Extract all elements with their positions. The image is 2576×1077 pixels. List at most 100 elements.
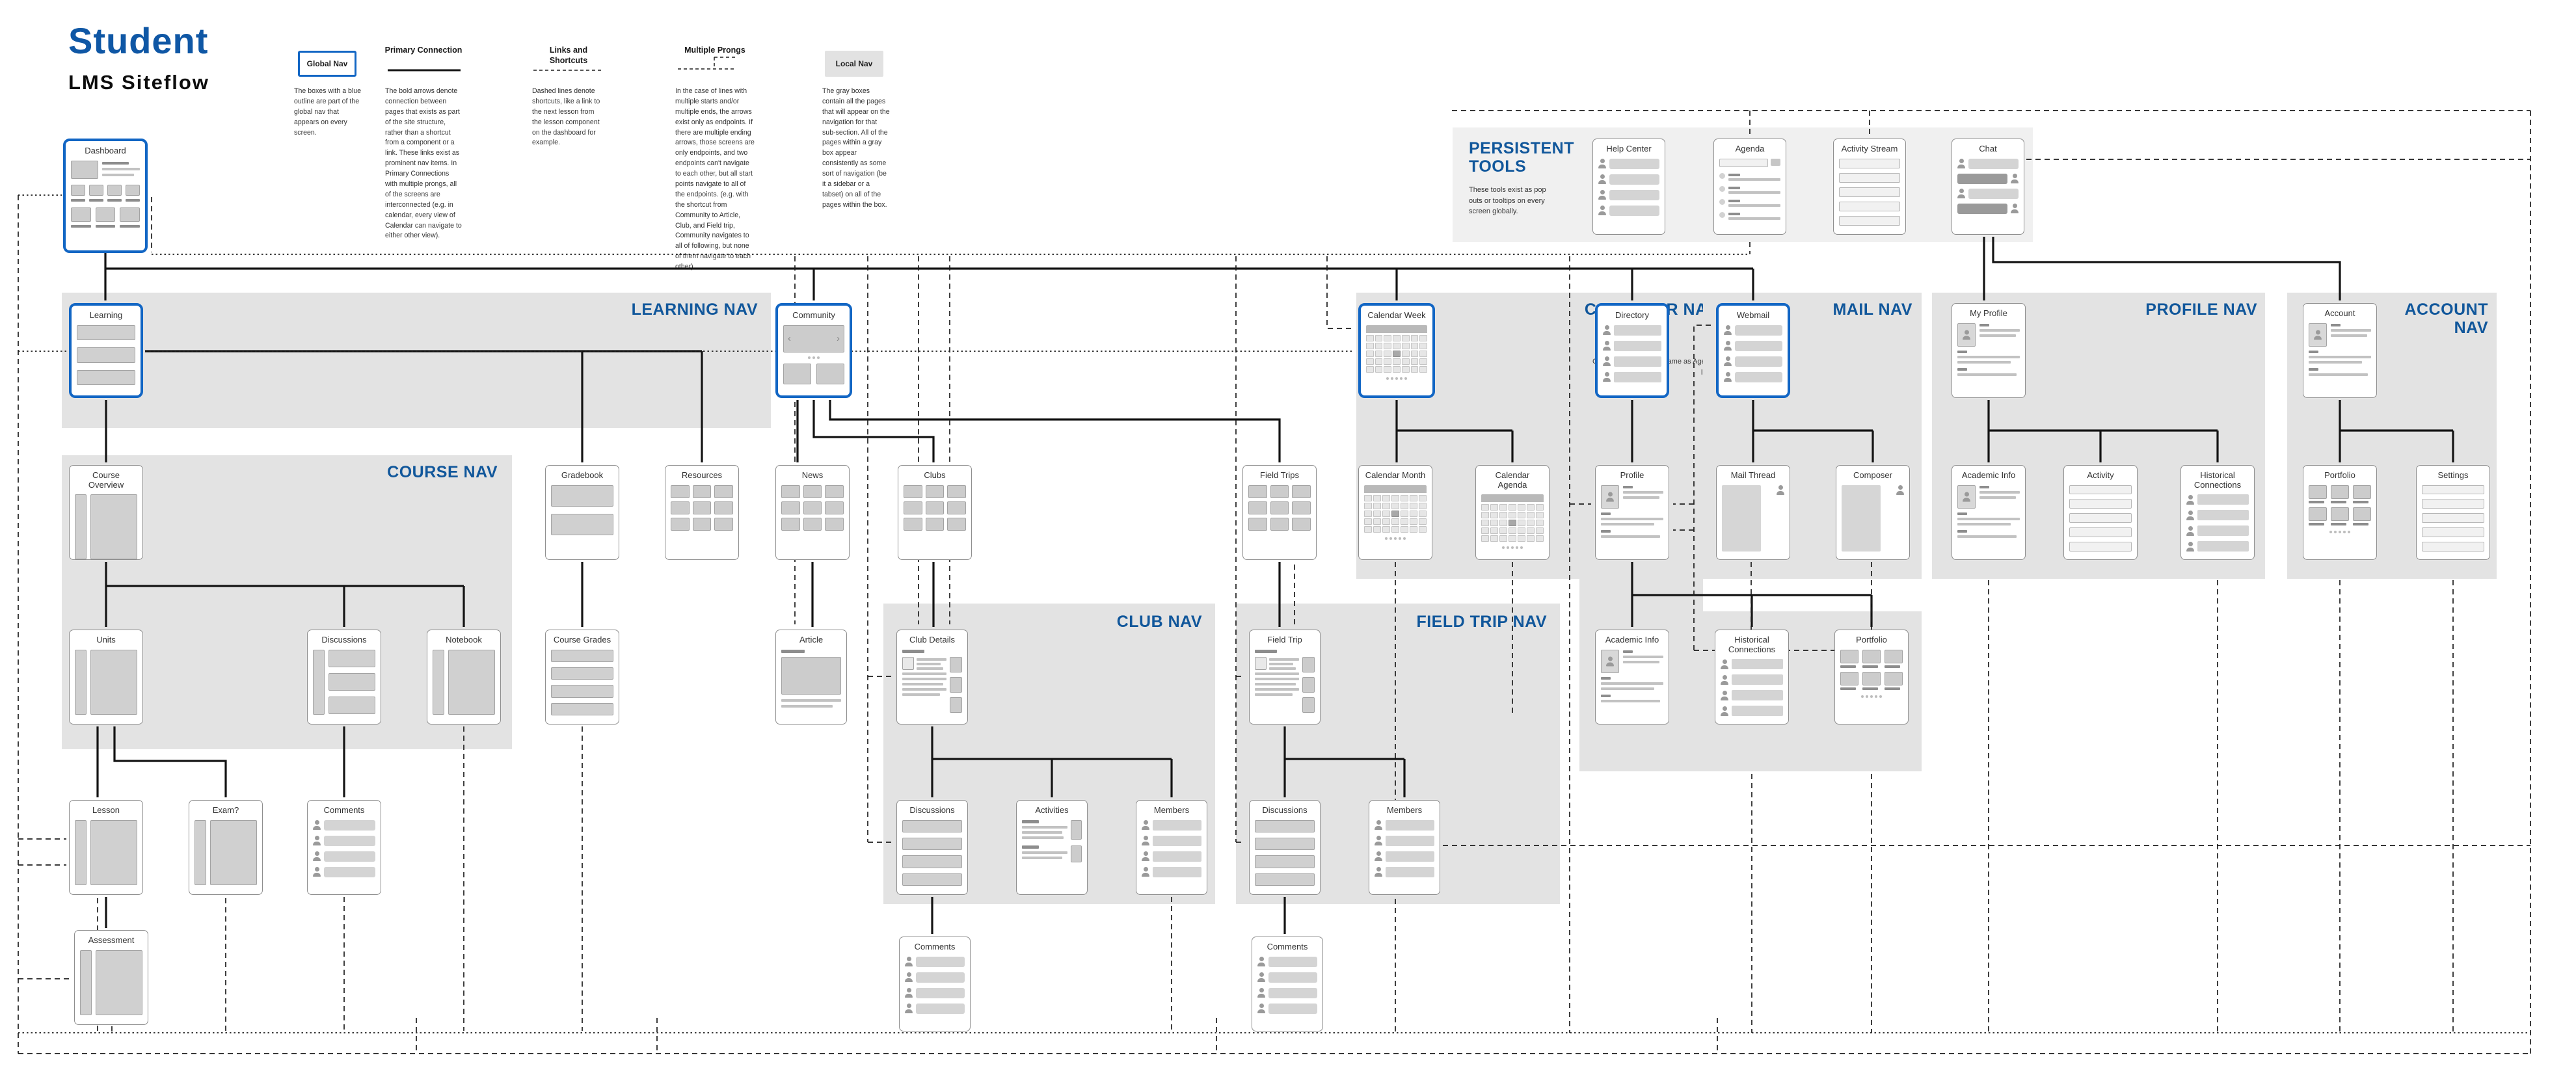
chatrows-wireframe [1724, 325, 1782, 392]
account-nav-title: ACCOUNT NAV [2404, 300, 2488, 337]
legend-multiple-prongs-desc: In the case of lines with multiple start… [675, 87, 755, 271]
composer-label: Composer [1853, 470, 1892, 480]
stream-wireframe [1839, 158, 1900, 231]
calendar-wireframe [1481, 494, 1544, 556]
community-node: Community ‹› [775, 303, 852, 398]
twocol-wireframe [75, 819, 137, 891]
help-center-label: Help Center [1606, 144, 1652, 153]
grid9-wireframe [781, 485, 844, 556]
profilecard-wireframe [2309, 323, 2371, 394]
directory-node: Directory [1595, 303, 1669, 398]
comments-course-label: Comments [323, 805, 365, 815]
webmail-label: Webmail [1736, 310, 1770, 320]
stream-wireframe [2069, 485, 2132, 556]
bars4-wireframe [902, 819, 962, 891]
course-grades-node: Course Grades [545, 630, 619, 725]
field-trip-label: Field Trip [1267, 635, 1302, 645]
learning-nav-panel [62, 293, 771, 428]
persistent-tools-note: These tools exist as pop outs or tooltip… [1469, 186, 1546, 215]
comments-ft-label: Comments [1267, 942, 1308, 951]
units-node: Units [69, 630, 143, 725]
discussions-club-node: Discussions [896, 800, 968, 895]
academic-info-mail-label: Academic Info [1605, 635, 1659, 645]
thread-wireframe [1842, 485, 1904, 556]
webmail-node: Webmail [1716, 303, 1790, 398]
resources-label: Resources [681, 470, 723, 480]
notebook-node: Notebook [427, 630, 501, 725]
historical-connections-mail-label: Historical Connections [1728, 635, 1776, 654]
portfolio-account-node: Portfolio [2303, 465, 2377, 560]
learning-label: Learning [89, 310, 123, 320]
legend-multiple-prongs-label: Multiple Prongs [684, 46, 745, 55]
club-nav-title: CLUB NAV [1116, 613, 1202, 631]
twocol-wireframe [433, 649, 495, 721]
calendar-wireframe [1364, 485, 1427, 556]
discussions-ft-label: Discussions [1262, 805, 1308, 815]
units-label: Units [96, 635, 116, 645]
detail-wireframe [1255, 649, 1315, 721]
discussions-course-label: Discussions [321, 635, 367, 645]
lesson-node: Lesson [69, 800, 143, 895]
composer-node: Composer [1836, 465, 1910, 560]
comments-club-label: Comments [914, 942, 956, 951]
discussions-ft-node: Discussions [1249, 800, 1321, 895]
calendar-month-node: Calendar Month [1358, 465, 1432, 560]
learning-node: Learning [69, 303, 143, 398]
club-details-node: Club Details [896, 630, 968, 725]
comments-wireframe [1257, 956, 1317, 1028]
assessment-label: Assessment [88, 935, 135, 945]
activity-stream-node: Activity Stream [1833, 139, 1906, 235]
chat-label: Chat [1979, 144, 1997, 153]
agenda-wireframe [1719, 158, 1780, 231]
comments-wireframe [905, 956, 965, 1028]
mail-thread-label: Mail Thread [1730, 470, 1776, 480]
thread-wireframe [1722, 485, 1784, 556]
legend-links-shortcuts-label: Links and Shortcuts [549, 46, 588, 65]
carousel-wireframe: ‹› [783, 325, 844, 392]
course-grades-label: Course Grades [553, 635, 611, 645]
assessment-node: Assessment [74, 930, 148, 1025]
field-trips-label: Field Trips [1260, 470, 1299, 480]
mail-nav-title: MAIL NAV [1832, 300, 1912, 319]
members-wireframe [2186, 494, 2249, 556]
bars4-wireframe [1255, 819, 1315, 891]
profilecard-wireframe [1601, 485, 1663, 556]
members-wireframe [1721, 659, 1783, 721]
legend-primary-connection-label: Primary Connection [384, 46, 463, 55]
portfolio-mail-label: Portfolio [1856, 635, 1887, 645]
news-label: News [801, 470, 824, 480]
notebook-label: Notebook [446, 635, 482, 645]
page-title: Student [68, 20, 209, 61]
account-node: Account [2303, 303, 2377, 398]
comments-wireframe [313, 819, 375, 891]
members-wireframe [1142, 819, 1201, 891]
legend-links-shortcuts-desc: Dashed lines denote shortcuts, like a li… [532, 87, 600, 147]
twocol-wireframe [80, 950, 142, 1021]
account-label: Account [2324, 308, 2355, 318]
calendar-month-label: Calendar Month [1365, 470, 1426, 480]
field-trip-nav-title: FIELD TRIP NAV [1416, 613, 1547, 631]
gradebook-label: Gradebook [561, 470, 604, 480]
chat-node: Chat [1952, 139, 2024, 235]
comments-club-node: Comments [899, 937, 971, 1031]
portfolio-account-label: Portfolio [2324, 470, 2355, 480]
discussions-club-label: Discussions [909, 805, 955, 815]
activities-label: Activities [1035, 805, 1069, 815]
detail-wireframe [902, 649, 962, 721]
exam-label: Exam? [212, 805, 239, 815]
portfolio-wireframe [2309, 485, 2371, 556]
community-label: Community [792, 310, 835, 320]
legend-local-nav-desc: The gray boxes contain all the pages tha… [822, 87, 890, 209]
news-node: News [775, 465, 850, 560]
activities-node: Activities [1016, 800, 1088, 895]
chat-wireframe [1957, 158, 2019, 231]
calendar-wireframe [1366, 325, 1427, 392]
settings-label: Settings [2437, 470, 2469, 480]
learning-nav-title: LEARNING NAV [631, 300, 758, 319]
course-overview-label: Course Overview [88, 470, 124, 490]
calendar-week-node: Calendar Week [1358, 303, 1435, 398]
article-node: Article [775, 630, 847, 725]
twocol-wireframe [75, 649, 137, 721]
